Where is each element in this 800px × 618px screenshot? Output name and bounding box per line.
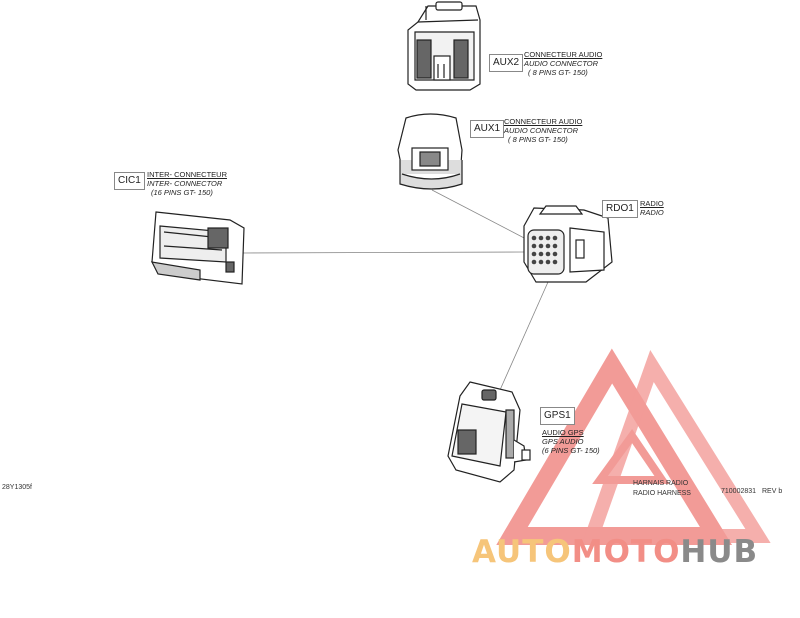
rdo1-code-label: RDO1 (602, 200, 638, 218)
wire-cic1-rdo1 (242, 251, 526, 254)
aux1-name-en: AUDIO CONNECTOR (504, 126, 579, 135)
cic1-code-label: CIC1 (114, 172, 145, 190)
cic1-name-fr: INTER- CONNECTEUR (147, 170, 227, 179)
aux2-code-label: AUX2 (489, 54, 524, 72)
cic1-connector-drawing[interactable] (150, 211, 245, 285)
rdo1-name-en: RADIO (640, 208, 664, 217)
rdo1-connector-drawing[interactable] (523, 205, 613, 283)
aux1-connector-drawing[interactable] (397, 113, 463, 190)
aux2-name-en: AUDIO CONNECTOR (524, 59, 599, 68)
aux2-name-fr: CONNECTEUR AUDIO (524, 50, 603, 59)
gps1-name-fr: AUDIO GPS (542, 428, 584, 437)
watermark-moto: MOTO (571, 534, 681, 570)
aux1-pins: ( 8 PINS GT- 150) (508, 135, 568, 144)
cic1-pins: (16 PINS GT- 150) (151, 188, 213, 197)
aux1-description: CONNECTEUR AUDIO AUDIO CONNECTOR ( 8 PIN… (504, 117, 582, 144)
aux1-code-label: AUX1 (470, 120, 505, 138)
harness-name-fr: HARNAIS RADIO (633, 480, 689, 487)
aux2-pins: ( 8 PINS GT- 150) (528, 68, 588, 77)
aux2-connector-drawing[interactable] (407, 1, 481, 91)
watermark-wordmark: AUTOMOTOHUB (472, 534, 758, 570)
aux2-description: CONNECTEUR AUDIO AUDIO CONNECTOR ( 8 PIN… (524, 50, 602, 77)
harness-name-en: RADIO HARNESS (633, 490, 691, 497)
cic1-name-en: INTER- CONNECTOR (147, 179, 223, 188)
gps1-connector-drawing[interactable] (447, 381, 531, 483)
drawing-reference: 28Y1305f (2, 484, 32, 491)
aux1-name-fr: CONNECTEUR AUDIO (504, 117, 583, 126)
gps1-name-en: GPS AUDIO (542, 437, 584, 446)
rdo1-description: RADIO RADIO (640, 199, 664, 217)
wire-aux1-rdo1 (431, 189, 529, 241)
gps1-pins: (6 PINS GT- 150) (542, 446, 600, 455)
watermark-hub: HUB (680, 534, 759, 570)
cic1-description: INTER- CONNECTEUR INTER- CONNECTOR (16 P… (147, 170, 227, 197)
gps1-code-label: GPS1 (540, 407, 575, 425)
watermark-triangle-logo (496, 348, 771, 545)
watermark-auto: AUTO (472, 534, 572, 570)
rdo1-name-fr: RADIO (640, 199, 664, 208)
part-number: 710002831 (721, 488, 757, 495)
revision: REV b (762, 488, 783, 495)
gps1-description: AUDIO GPS GPS AUDIO (6 PINS GT- 150) (542, 428, 600, 455)
wire-gps1-rdo1 (499, 281, 549, 391)
